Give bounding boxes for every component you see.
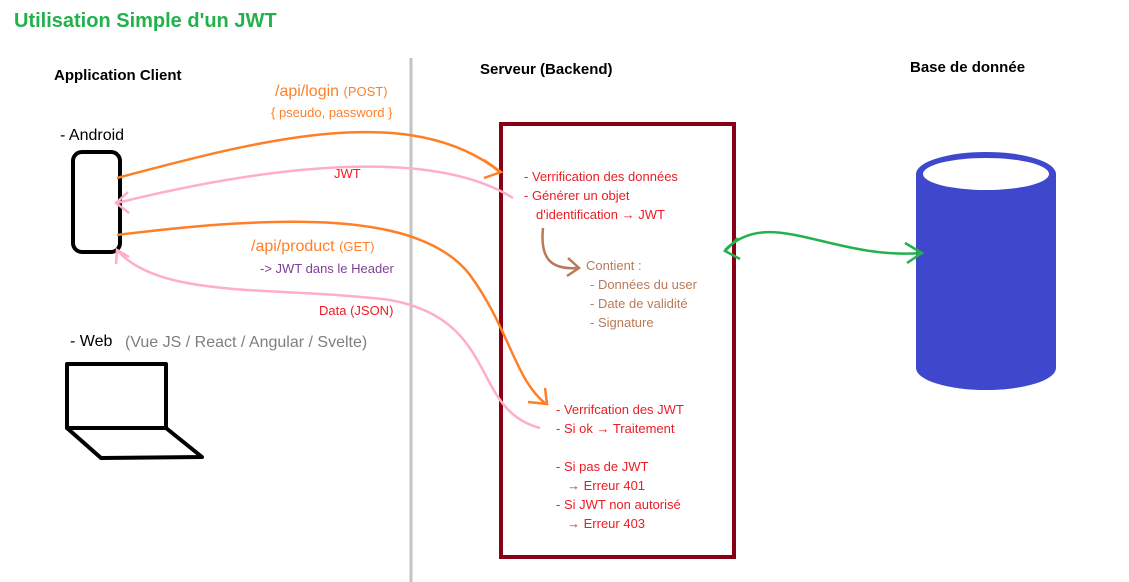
server-step-generate-jwt: d'identification → JWT <box>536 207 665 222</box>
server-verify-jwt: - Verrifcation des JWT <box>556 402 684 417</box>
product-request-arrowhead <box>527 387 549 406</box>
client-column-header: Application Client <box>54 67 182 84</box>
data-response-label: Data (JSON) <box>319 303 394 318</box>
db-link-arrowhead-left <box>722 237 741 261</box>
server-ok-processing: - Si ok → Traitement <box>556 421 675 436</box>
database-icon <box>916 152 1056 390</box>
login-request-label: /api/login (POST) <box>275 83 388 101</box>
contains-arrow <box>541 227 579 270</box>
jwt-response-label: JWT <box>334 166 361 181</box>
database-column-header: Base de donnée <box>910 59 1026 76</box>
laptop-icon <box>65 362 204 460</box>
server-error-403: → Erreur 403 <box>567 516 646 531</box>
data-response-arrow <box>116 249 541 430</box>
server-error-401: → Erreur 401 <box>567 478 646 493</box>
contains-item: - Signature <box>590 315 654 330</box>
login-body: { pseudo, password } <box>271 105 393 120</box>
product-method: (GET) <box>339 239 375 254</box>
android-label: - Android <box>60 127 125 144</box>
android-phone-icon <box>71 150 122 254</box>
server-no-jwt: - Si pas de JWT <box>556 459 649 474</box>
server-unauthorized: - Si JWT non autorisé <box>556 497 681 512</box>
product-header-note: -> JWT dans le Header <box>260 261 394 276</box>
server-step-generate: - Générer un objet <box>524 188 630 203</box>
contains-arrowhead <box>566 257 582 278</box>
login-method: (POST) <box>343 84 388 99</box>
jwt-response-arrowhead <box>114 191 130 214</box>
data-response-arrowhead <box>114 247 130 265</box>
product-request-label: /api/product (GET) <box>251 238 374 256</box>
contains-item: - Données du user <box>590 277 697 292</box>
server-step-verify-data: - Verrification des données <box>524 169 678 184</box>
contains-item: - Date de validité <box>590 296 688 311</box>
server-box <box>499 122 736 559</box>
server-column-header: Serveur (Backend) <box>480 61 613 78</box>
login-request-arrow <box>116 130 501 180</box>
web-label: - Web <box>70 333 113 350</box>
contains-title: Contient : <box>586 258 642 273</box>
db-link-arrow <box>724 230 923 255</box>
web-frameworks-label: (Vue JS / React / Angular / Svelte) <box>125 334 368 351</box>
jwt-response-arrow <box>116 165 514 205</box>
product-path: /api/product <box>251 238 335 255</box>
login-path: /api/login <box>275 83 340 100</box>
login-request-arrowhead <box>483 158 504 180</box>
diagram-title: Utilisation Simple d'un JWT <box>14 10 277 32</box>
db-link-arrowhead-right <box>904 241 925 265</box>
product-request-arrow <box>116 220 547 405</box>
